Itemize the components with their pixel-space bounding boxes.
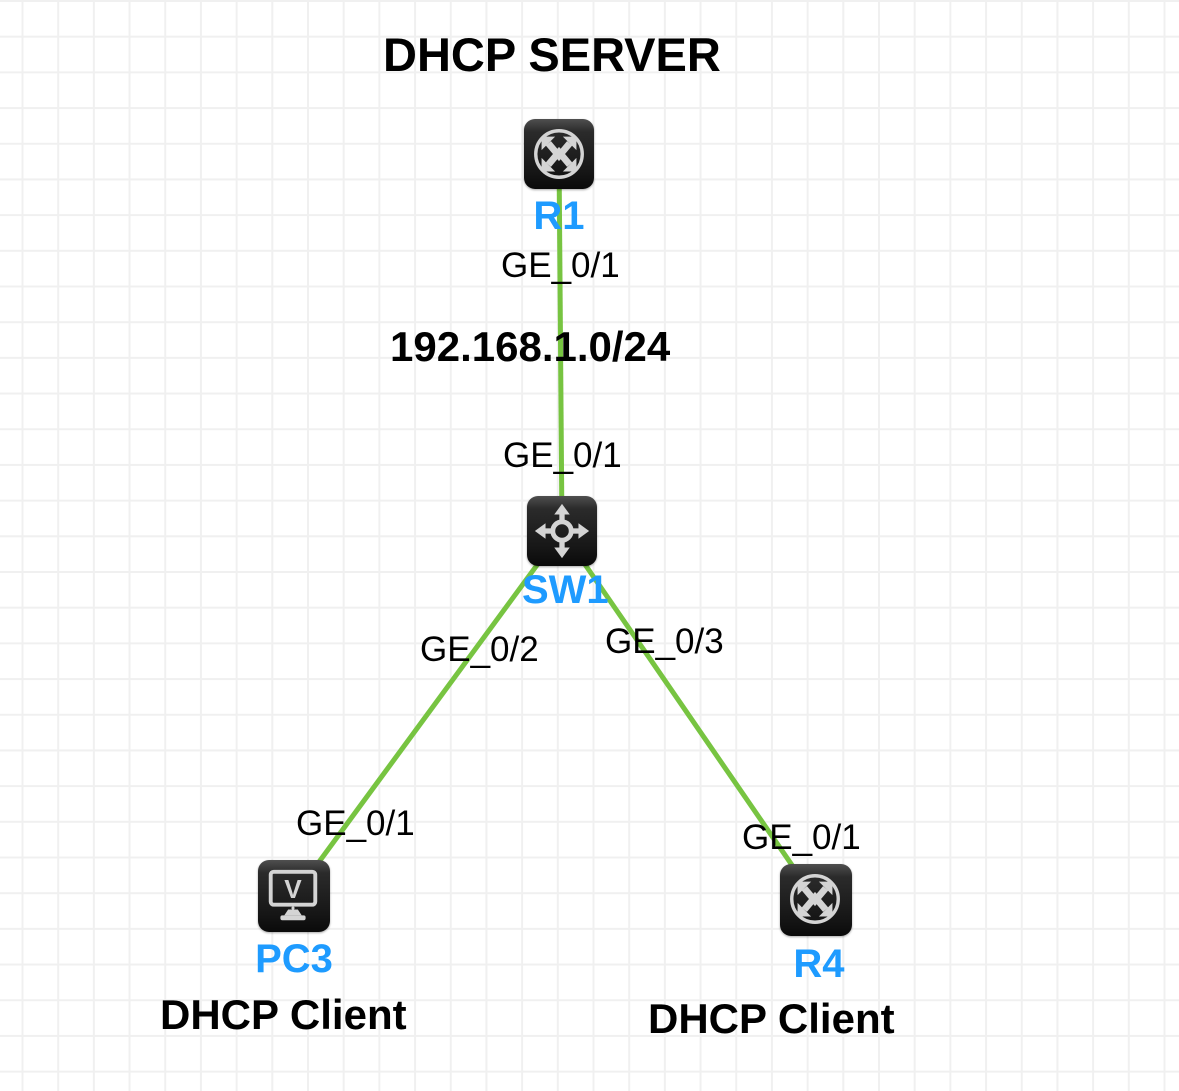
node-label-pc3[interactable]: PC3 bbox=[255, 937, 333, 981]
link-sw1-pc3[interactable] bbox=[291, 529, 565, 898]
link-sw1-r4[interactable] bbox=[559, 529, 819, 902]
annotation-dhcp-server-title[interactable]: DHCP SERVER bbox=[383, 28, 721, 81]
port-label-r4-ge01[interactable]: GE_0/1 bbox=[742, 818, 861, 857]
router-icon bbox=[790, 874, 840, 924]
node-label-r1[interactable]: R1 bbox=[533, 194, 585, 238]
svg-text:V: V bbox=[284, 874, 302, 904]
node-r4[interactable] bbox=[780, 864, 852, 936]
annotation-dhcp-client-left[interactable]: DHCP Client bbox=[160, 991, 407, 1038]
node-label-r4[interactable]: R4 bbox=[793, 942, 845, 986]
node-sw1[interactable] bbox=[527, 496, 597, 566]
node-r1[interactable] bbox=[524, 119, 594, 189]
pc-monitor-icon: V bbox=[268, 869, 318, 921]
port-label-r1-ge01[interactable]: GE_0/1 bbox=[501, 246, 620, 285]
port-label-sw1-ge03[interactable]: GE_0/3 bbox=[605, 622, 724, 661]
annotation-dhcp-client-right[interactable]: DHCP Client bbox=[648, 995, 895, 1042]
node-label-sw1[interactable]: SW1 bbox=[522, 568, 609, 612]
switch-icon bbox=[534, 503, 590, 559]
port-label-sw1-ge02[interactable]: GE_0/2 bbox=[420, 630, 539, 669]
port-label-pc3-ge01[interactable]: GE_0/1 bbox=[296, 804, 415, 843]
router-icon bbox=[534, 129, 584, 179]
node-pc3[interactable]: V bbox=[258, 860, 330, 932]
link-r1-sw1[interactable] bbox=[556, 153, 565, 532]
port-label-sw1-ge01[interactable]: GE_0/1 bbox=[503, 436, 622, 475]
annotation-network-cidr[interactable]: 192.168.1.0/24 bbox=[390, 323, 671, 370]
